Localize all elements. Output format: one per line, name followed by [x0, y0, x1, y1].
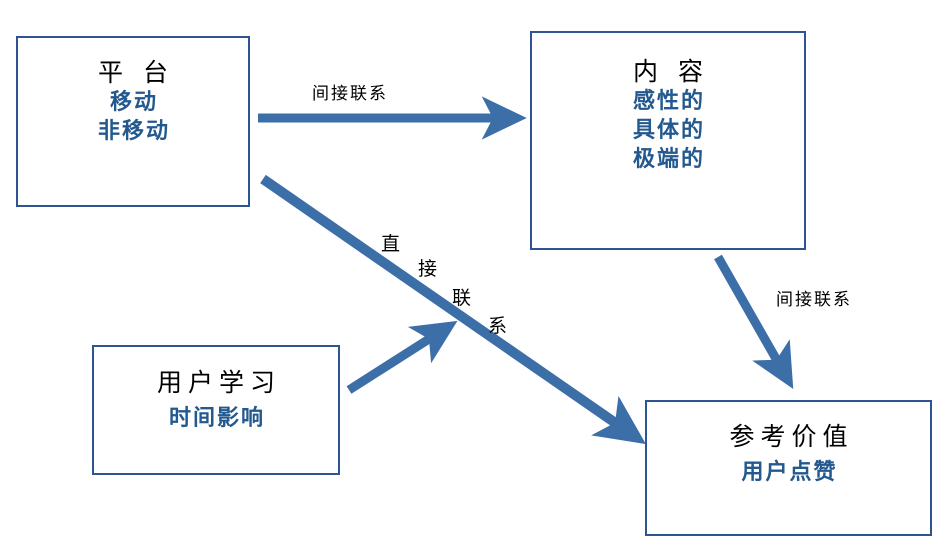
- arrow-content-to-reference: [714, 254, 794, 389]
- node-platform[interactable]: 平 台 移动 非移动: [16, 36, 250, 207]
- node-platform-title: 平 台: [98, 58, 174, 87]
- edge-label-char-1: 接: [418, 258, 438, 280]
- edge-label-content-to-reference: 间接联系: [776, 290, 852, 310]
- node-content-sub-0: 感性的: [632, 88, 705, 114]
- node-content-title: 内 容: [633, 57, 709, 86]
- node-reference-value-sub-0: 用户点赞: [741, 459, 838, 485]
- edge-label-platform-to-reference: 直 接 联 系: [378, 232, 518, 342]
- edge-label-platform-to-content: 间接联系: [312, 84, 388, 104]
- node-user-learning[interactable]: 用户学习 时间影响: [92, 345, 340, 475]
- edge-label-char-0: 直: [381, 233, 401, 255]
- node-platform-sub-1: 非移动: [97, 118, 170, 144]
- node-content-sub-2: 极端的: [632, 146, 705, 172]
- edge-label-char-3: 系: [488, 315, 508, 337]
- node-reference-value[interactable]: 参考价值 用户点赞: [645, 400, 932, 536]
- node-content[interactable]: 内 容 感性的 具体的 极端的: [530, 31, 806, 250]
- node-user-learning-sub-0: 时间影响: [168, 405, 265, 431]
- node-content-sub-1: 具体的: [632, 117, 705, 143]
- node-reference-value-title: 参考价值: [729, 422, 854, 451]
- edge-label-char-2: 联: [452, 287, 472, 309]
- node-user-learning-title: 用户学习: [156, 368, 281, 397]
- node-platform-sub-0: 移动: [109, 89, 158, 115]
